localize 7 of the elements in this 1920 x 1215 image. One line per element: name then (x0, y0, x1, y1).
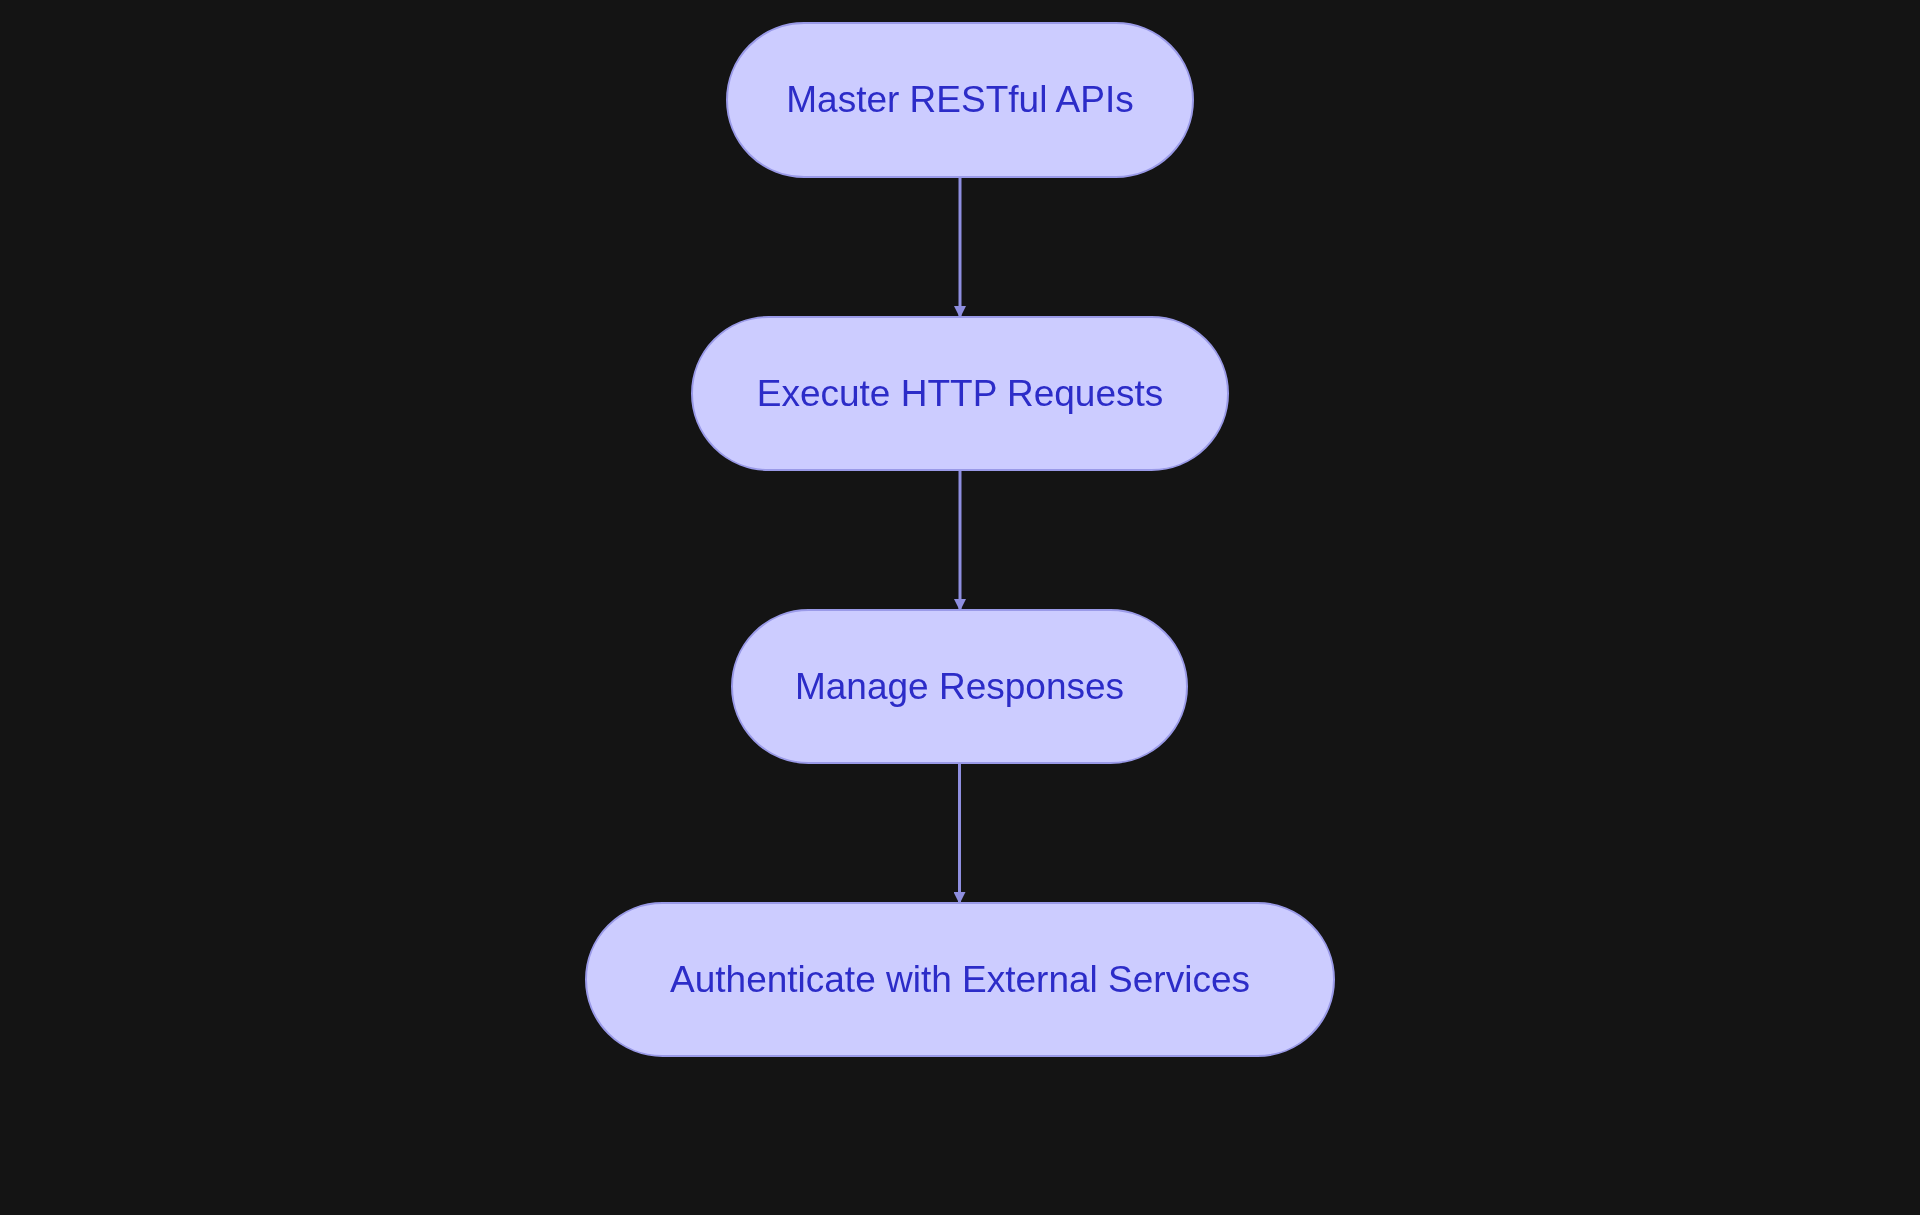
arrow (954, 471, 966, 611)
arrow (954, 178, 966, 318)
node-label: Master RESTful APIs (786, 78, 1134, 123)
node-label: Execute HTTP Requests (756, 371, 1164, 416)
arrow (953, 764, 966, 904)
node-label: Authenticate with External Services (670, 957, 1250, 1002)
node-label: Manage Responses (794, 664, 1125, 709)
